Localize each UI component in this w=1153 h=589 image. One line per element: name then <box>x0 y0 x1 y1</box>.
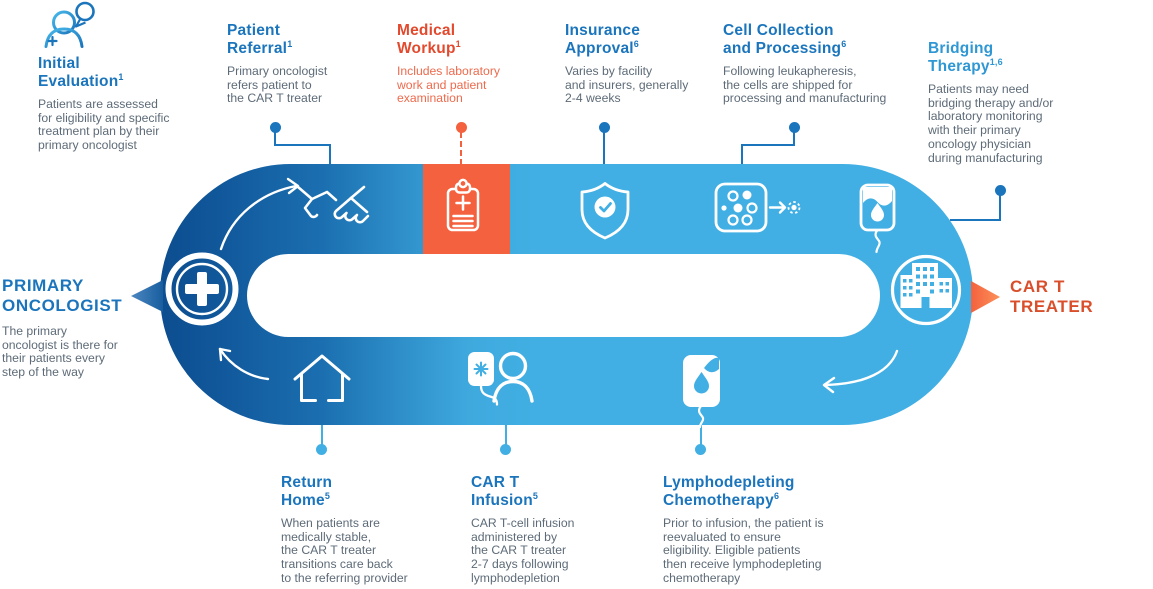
connector-patient-referral <box>274 132 276 146</box>
connector-cell-collection-h <box>741 144 795 146</box>
connector-dot-insurance <box>599 122 610 133</box>
step-return-home: Return Home5 When patients are medically… <box>281 474 408 586</box>
cell-processing-icon <box>714 182 801 233</box>
connector-dot-bridging <box>995 185 1006 196</box>
step-patient-referral: Patient Referral1 Primary oncologist ref… <box>227 22 327 106</box>
step-car-t-infusion: CAR T Infusion5 CAR T-cell infusion admi… <box>471 474 574 586</box>
house-icon <box>293 354 351 402</box>
step-title: Insurance Approval6 <box>565 22 641 57</box>
step-title: Medical Workup1 <box>397 22 461 57</box>
connector-dot-infusion <box>500 444 511 455</box>
journey-loop-hole <box>247 254 880 337</box>
flow-arrow-top-left-icon <box>219 177 300 251</box>
connector-insurance <box>603 132 605 166</box>
step-title: Bridging Therapy1,6 <box>928 40 1003 75</box>
iv-bag-icon <box>859 183 896 254</box>
step-title: CAR T Infusion5 <box>471 474 539 509</box>
connector-return-home <box>321 423 323 446</box>
step-cell-collection: Cell Collection and Processing6 Followin… <box>723 22 886 106</box>
hospital-icon <box>890 254 962 326</box>
connector-dot-lymphodepleting <box>695 444 706 455</box>
connector-dot-cell-collection <box>789 122 800 133</box>
step-title: Patient Referral1 <box>227 22 293 57</box>
clipboard-plus-icon <box>446 178 480 232</box>
step-body: Prior to infusion, the patient is reeval… <box>663 516 824 585</box>
step-title: Lymphodepleting Chemotherapy6 <box>663 474 795 509</box>
connector-dot-return-home <box>316 444 327 455</box>
primary-oncologist-label: PRIMARY ONCOLOGIST The primary oncologis… <box>2 276 122 380</box>
step-body: CAR T-cell infusion administered by the … <box>471 516 575 585</box>
infusion-patient-icon <box>468 351 534 406</box>
medical-cross-circle-icon <box>165 252 239 326</box>
step-body: Patients may need bridging therapy and/o… <box>928 82 1054 165</box>
step-initial-evaluation: Initial Evaluation1 Patients are assesse… <box>38 55 169 153</box>
primary-oncologist-body: The primary oncologist is there for thei… <box>2 324 118 380</box>
step-insurance-approval: Insurance Approval6 Varies by facility a… <box>565 22 688 106</box>
step-body: Varies by facility and insurers, general… <box>565 64 689 106</box>
step-title: Initial Evaluation1 <box>38 55 124 90</box>
shield-check-icon <box>580 182 630 240</box>
step-medical-workup: Medical Workup1 Includes laboratory work… <box>397 22 500 106</box>
car-t-treater-label: CAR T TREATER <box>1010 277 1093 317</box>
step-body: Includes laboratory work and patient exa… <box>397 64 500 106</box>
patient-consult-icon <box>44 1 95 48</box>
handshake-icon <box>296 185 370 224</box>
step-body: Patients are assessed for eligibility an… <box>38 97 170 153</box>
connector-cell-collection-v2 <box>741 144 743 167</box>
iv-bag-icon <box>683 355 720 429</box>
flow-arrow-bottom-right-icon <box>822 349 899 394</box>
primary-oncologist-title: PRIMARY ONCOLOGIST <box>2 276 123 315</box>
connector-dot-medical-workup <box>456 122 467 133</box>
connector-bridging-h <box>950 219 1001 221</box>
journey-loop-orange-segment <box>423 164 510 254</box>
connector-lymphodepleting <box>700 423 702 446</box>
step-title: Return Home5 <box>281 474 333 509</box>
step-lymphodepleting-chemotherapy: Lymphodepleting Chemotherapy6 Prior to i… <box>663 474 824 586</box>
connector-patient-referral-h <box>274 144 331 146</box>
primary-oncologist-pointer-icon <box>131 280 163 312</box>
connector-bridging-v <box>999 195 1001 221</box>
connector-cell-collection-v <box>793 132 795 146</box>
connector-medical-workup <box>460 132 462 165</box>
car-t-treater-pointer-icon <box>971 281 1000 313</box>
connector-dot-patient-referral <box>270 122 281 133</box>
step-bridging-therapy: Bridging Therapy1,6 Patients may need br… <box>928 40 1053 165</box>
step-body: Following leukapheresis, the cells are s… <box>723 64 887 106</box>
connector-patient-referral-v2 <box>329 144 331 166</box>
step-body: Primary oncologist refers patient to the… <box>227 64 328 106</box>
step-body: When patients are medically stable, the … <box>281 516 408 585</box>
step-title: Cell Collection and Processing6 <box>723 22 847 57</box>
car-t-treater-title: CAR T TREATER <box>1010 277 1094 316</box>
flow-arrow-bottom-left-icon <box>218 347 270 381</box>
connector-infusion <box>505 423 507 446</box>
